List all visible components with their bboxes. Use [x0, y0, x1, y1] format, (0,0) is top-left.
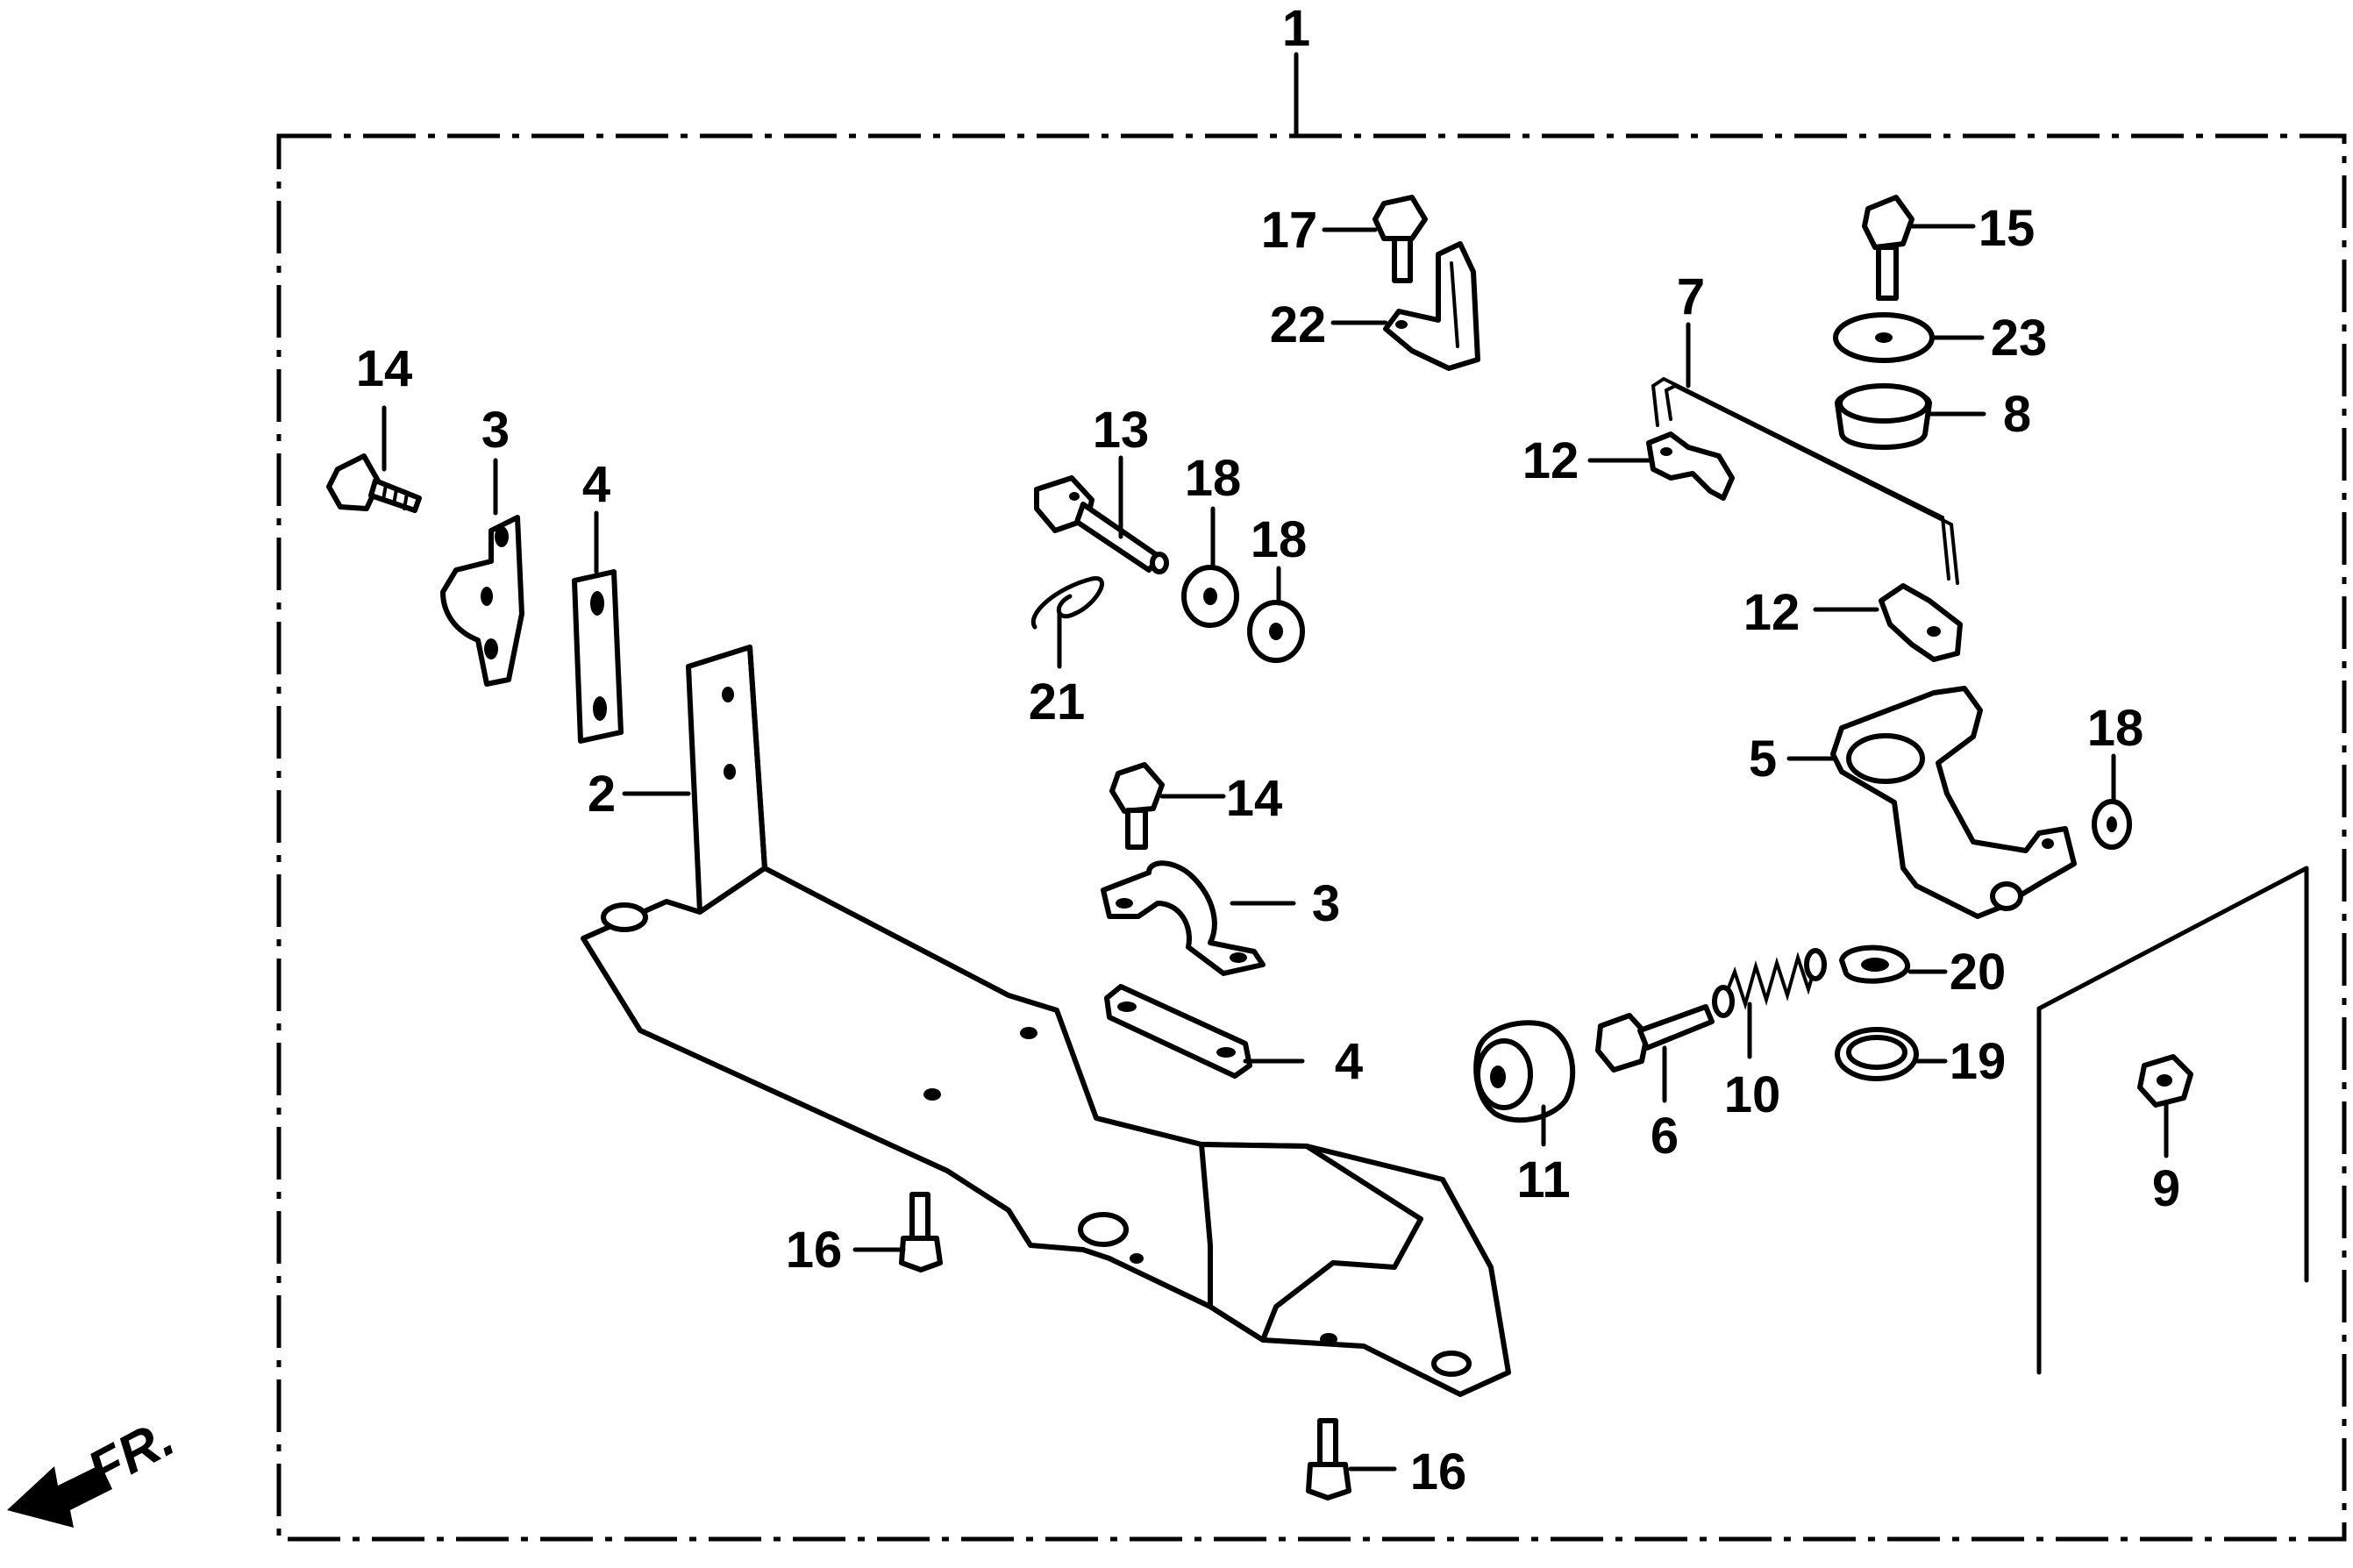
callout-10: 10 — [1724, 1066, 1781, 1123]
part-9-nut — [2137, 1054, 2193, 1108]
callout-14-upper: 14 — [356, 340, 413, 397]
part-18-washer-c — [2092, 799, 2132, 850]
callout-11: 11 — [1516, 1151, 1570, 1208]
callout-18-c: 18 — [2087, 700, 2144, 757]
part-6-bolt — [1595, 1004, 1715, 1073]
callout-23: 23 — [1991, 310, 2048, 367]
callout-13: 13 — [1093, 402, 1150, 459]
part-10-spring — [1712, 948, 1827, 1018]
part-16-bolt-b — [1306, 1418, 1351, 1500]
callout-20: 20 — [1950, 944, 2007, 1001]
callout-18-b: 18 — [1251, 511, 1308, 568]
part-14-bolt-upper — [326, 453, 422, 513]
side-panel — [2036, 866, 2309, 1375]
part-3-clamp-upper — [440, 515, 524, 687]
part-23-washer — [1833, 312, 1935, 363]
part-7-rod — [1651, 376, 1959, 585]
callout-4-upper: 4 — [582, 456, 610, 513]
part-13-pin — [1034, 475, 1169, 574]
part-4-strap-center — [1104, 984, 1252, 1079]
callout-22: 22 — [1270, 296, 1327, 353]
part-8-grommet — [1835, 383, 1932, 450]
callout-18-a: 18 — [1185, 450, 1242, 507]
part-14-bolt-center — [1109, 762, 1165, 850]
part-2-main-bracket — [581, 645, 1511, 1397]
front-direction-arrow-icon — [7, 1465, 112, 1528]
callout-7: 7 — [1677, 268, 1705, 325]
part-12-clip-lower — [1879, 583, 1963, 662]
part-17-bolt — [1373, 195, 1428, 283]
callout-3-center: 3 — [1312, 875, 1340, 932]
callout-5: 5 — [1749, 731, 1777, 788]
callout-12-upper: 12 — [1522, 432, 1579, 489]
part-11-grommet — [1473, 1020, 1576, 1123]
callout-8: 8 — [2003, 386, 2031, 443]
callout-3-upper: 3 — [481, 402, 510, 459]
part-4-strap-upper — [572, 569, 624, 744]
callout-17: 17 — [1261, 202, 1318, 259]
callout-15: 15 — [1979, 200, 2036, 257]
callout-19: 19 — [1950, 1033, 2007, 1090]
part-18-washer-a — [1181, 565, 1239, 628]
callout-12-lower: 12 — [1743, 584, 1800, 641]
part-19-ring — [1835, 1027, 1919, 1081]
part-20-washer — [1839, 944, 1910, 984]
part-18-washer-b — [1247, 600, 1305, 663]
assembly-frame — [276, 133, 2347, 1542]
part-22-bracket — [1383, 241, 1480, 371]
part-21-clip — [1030, 576, 1104, 630]
part-15-bolt — [1862, 195, 1914, 301]
callout-2: 2 — [588, 766, 616, 823]
callout-16-left: 16 — [786, 1222, 843, 1279]
callout-9: 9 — [2152, 1160, 2180, 1217]
part-5-bracket — [1830, 686, 2077, 919]
part-3-clamp-center — [1101, 860, 1266, 976]
callout-4-center: 4 — [1335, 1033, 1363, 1090]
part-16-bolt-a — [899, 1192, 943, 1272]
callout-16-bottom: 16 — [1410, 1443, 1467, 1500]
part-12-clip-upper — [1646, 431, 1735, 501]
callout-21: 21 — [1029, 674, 1086, 731]
callout-1: 1 — [1282, 0, 1310, 57]
callout-6: 6 — [1651, 1108, 1679, 1165]
callout-14-center: 14 — [1226, 770, 1283, 827]
